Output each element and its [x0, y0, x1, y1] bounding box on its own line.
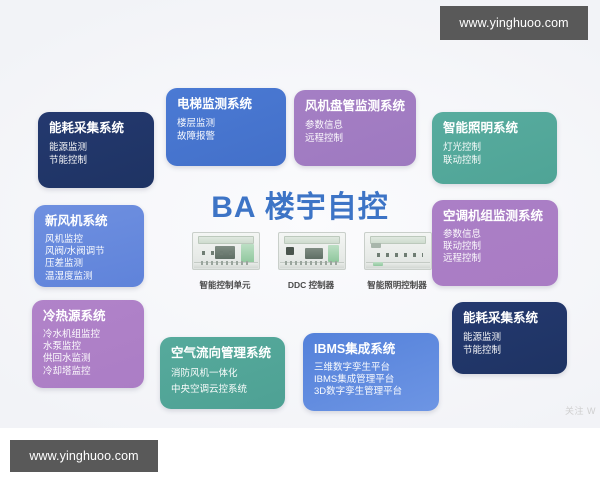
card-title: 空调机组监测系统: [443, 209, 544, 223]
card-line: 灯光控制: [443, 141, 482, 153]
card-line: 联动控制: [443, 155, 482, 167]
card-line: 风机监控: [45, 233, 84, 245]
device-item: 智能控制单元: [186, 228, 264, 291]
card-line: 冷水机组监控: [43, 328, 101, 340]
card-line: 远程控制: [443, 253, 482, 265]
page-title: BA 楼宇自控: [211, 191, 389, 224]
card-line: 能源监测: [49, 141, 88, 153]
card-title: 智能照明系统: [443, 121, 519, 135]
card-title: 能耗采集系统: [463, 311, 539, 325]
card-line: 压差监测: [45, 258, 84, 270]
device-caption: DDC 控制器: [287, 280, 335, 290]
ddc-controller-icon: [275, 228, 347, 272]
card-title: 风机盘管监测系统: [305, 99, 406, 113]
card-title: 空气流向管理系统: [171, 346, 272, 360]
card-title: 电梯监测系统: [177, 97, 253, 111]
card-line: 楼层监测: [177, 117, 216, 129]
card-line: 风阀/水阀调节: [45, 245, 105, 257]
card-line: 温湿度监测: [45, 270, 93, 282]
device-item: DDC 控制器: [272, 228, 350, 291]
card-airflow-management[interactable]: 空气流向管理系统 消防风机一体化 中央空调云控系统: [160, 337, 285, 409]
card-cooling-heating-source[interactable]: 冷热源系统 冷水机组监控 水泵监控 供回水监测 冷却塔监控: [32, 300, 144, 388]
card-smart-lighting[interactable]: 智能照明系统 灯光控制 联动控制: [432, 112, 557, 184]
card-ibms-integration[interactable]: IBMS集成系统 三维数字孪生平台 IBMS集成管理平台 3D数字孪生管理平台: [303, 333, 439, 411]
card-line: IBMS集成管理平台: [314, 373, 395, 385]
card-line: 消防风机一体化: [171, 367, 238, 379]
card-ahu-monitoring[interactable]: 空调机组监测系统 参数信息 联动控制 远程控制: [432, 200, 558, 286]
card-line: 中央空调云控系统: [171, 384, 248, 396]
device-caption: 智能照明控制器: [367, 280, 427, 290]
card-line: 供回水监测: [43, 353, 91, 365]
card-line: 能源监测: [463, 331, 502, 343]
card-line: 节能控制: [49, 155, 88, 167]
card-title: IBMS集成系统: [314, 342, 396, 356]
card-line: 故障报警: [177, 131, 216, 143]
card-title: 新风机系统: [45, 214, 108, 228]
card-line: 水泵监控: [43, 340, 82, 352]
controller-unit-icon: [189, 228, 261, 272]
device-item: 智能照明控制器: [358, 228, 436, 291]
faint-watermark: 关注 W: [565, 406, 596, 416]
card-elevator-monitoring[interactable]: 电梯监测系统 楼层监测 故障报警: [166, 88, 286, 166]
card-energy-collection-right[interactable]: 能耗采集系统 能源监测 节能控制: [452, 302, 567, 374]
watermark-bottom: www.yinghuoo.com: [10, 440, 158, 472]
card-title: 冷热源系统: [43, 309, 106, 323]
card-line: 远程控制: [305, 133, 344, 145]
card-line: 联动控制: [443, 240, 482, 252]
device-caption: 智能控制单元: [199, 280, 251, 290]
card-fresh-air-fan[interactable]: 新风机系统 风机监控 风阀/水阀调节 压差监测 温湿度监测: [34, 205, 144, 287]
card-line: 3D数字孪生管理平台: [314, 386, 403, 398]
watermark-top: www.yinghuoo.com: [440, 6, 588, 40]
diagram-area: 能耗采集系统 能源监测 节能控制 电梯监测系统 楼层监测 故障报警 风机盘管监测…: [0, 0, 600, 428]
card-energy-collection-left[interactable]: 能耗采集系统 能源监测 节能控制: [38, 112, 154, 188]
card-line: 参数信息: [443, 228, 482, 240]
device-gallery: 智能控制单元 DDC 控制器: [186, 228, 436, 310]
card-fan-coil-monitoring[interactable]: 风机盘管监测系统 参数信息 远程控制: [294, 90, 416, 166]
card-title: 能耗采集系统: [49, 121, 125, 135]
card-line: 节能控制: [463, 345, 502, 357]
card-line: 冷却塔监控: [43, 365, 91, 377]
card-line: 三维数字孪生平台: [314, 361, 391, 373]
lighting-controller-icon: [361, 228, 433, 272]
card-line: 参数信息: [305, 119, 344, 131]
